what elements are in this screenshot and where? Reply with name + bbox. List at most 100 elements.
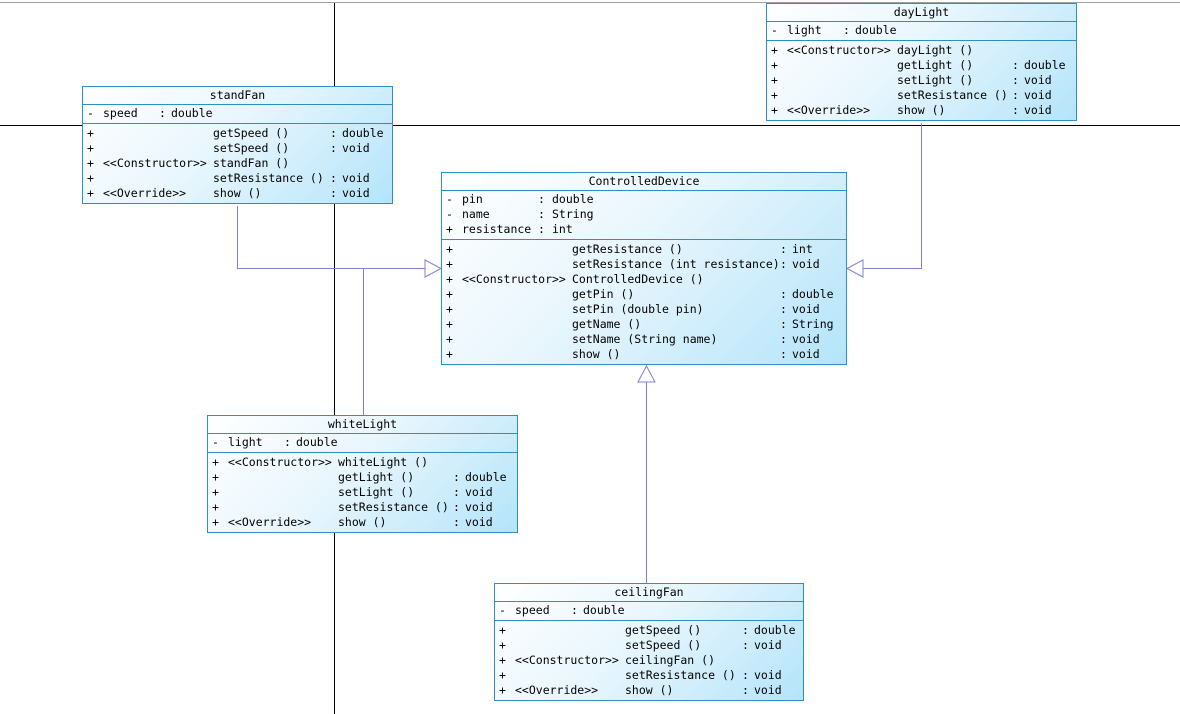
class-whitelight[interactable]: whiteLight -light:double +<<Constructor>… bbox=[207, 415, 518, 533]
return-type: void bbox=[1024, 88, 1052, 102]
operation-row[interactable]: +<<Constructor>>whiteLight () bbox=[212, 455, 517, 470]
operation-row[interactable]: +<<Override>>show ():void bbox=[499, 683, 803, 698]
operation-row[interactable]: +setSpeed ():void bbox=[87, 141, 392, 156]
class-daylight[interactable]: dayLight -light:double +<<Constructor>>d… bbox=[766, 3, 1077, 121]
attribute-row[interactable]: -light:double bbox=[212, 435, 517, 450]
type-separator: : bbox=[742, 668, 749, 682]
class-ceilingfan[interactable]: ceilingFan -speed:double +getSpeed ():do… bbox=[494, 583, 804, 701]
attribute-row[interactable]: -pin:double bbox=[446, 192, 846, 207]
operation-name: ControlledDevice () bbox=[572, 272, 704, 286]
operation-name: standFan () bbox=[213, 156, 290, 170]
attribute-type: double bbox=[296, 435, 338, 449]
operation-row[interactable]: +<<Override>>show ():void bbox=[771, 103, 1076, 118]
operation-row[interactable]: +setResistance (int resistance):void bbox=[446, 257, 846, 272]
operation-row[interactable]: +getSpeed ():double bbox=[87, 126, 392, 141]
operation-name: show () bbox=[572, 347, 621, 361]
operation-compartment: +<<Constructor>>whiteLight ()+getLight (… bbox=[208, 453, 517, 532]
visibility-marker: - bbox=[771, 23, 778, 37]
generalization-daylight bbox=[863, 123, 922, 269]
type-separator: : bbox=[780, 287, 787, 301]
operation-row[interactable]: +<<Constructor>>standFan () bbox=[87, 156, 392, 171]
operation-compartment: +<<Constructor>>dayLight ()+getLight ():… bbox=[767, 41, 1076, 120]
operation-row[interactable]: +setName (String name):void bbox=[446, 332, 846, 347]
type-separator: : bbox=[453, 485, 460, 499]
visibility-marker: - bbox=[446, 207, 453, 221]
attribute-name: pin bbox=[462, 192, 483, 206]
operation-row[interactable]: +setLight ():void bbox=[771, 73, 1076, 88]
attribute-row[interactable]: -speed:double bbox=[499, 603, 803, 618]
type-separator: : bbox=[780, 302, 787, 316]
visibility-marker: + bbox=[446, 257, 453, 271]
operation-name: setSpeed () bbox=[213, 141, 290, 155]
return-type: double bbox=[792, 287, 834, 301]
visibility-marker: - bbox=[212, 435, 219, 449]
operation-row[interactable]: +<<Constructor>>ceilingFan () bbox=[499, 653, 803, 668]
operation-name: dayLight () bbox=[897, 43, 974, 57]
attribute-compartment: -light:double bbox=[208, 434, 517, 453]
operation-row[interactable]: +setResistance ():void bbox=[87, 171, 392, 186]
visibility-marker: + bbox=[212, 455, 219, 469]
operation-row[interactable]: +getResistance ():int bbox=[446, 242, 846, 257]
return-type: double bbox=[1024, 58, 1066, 72]
operation-compartment: +getSpeed ():double+setSpeed ():void+<<C… bbox=[495, 621, 803, 700]
return-type: void bbox=[792, 302, 820, 316]
operation-row[interactable]: +getLight ():double bbox=[212, 470, 517, 485]
attribute-name: light bbox=[228, 435, 263, 449]
attribute-compartment: -speed:double bbox=[495, 602, 803, 621]
operation-row[interactable]: +setPin (double pin):void bbox=[446, 302, 846, 317]
type-separator: : bbox=[330, 141, 337, 155]
attribute-type: double bbox=[583, 603, 625, 617]
class-controlleddevice[interactable]: ControlledDevice -pin:double-name:String… bbox=[441, 172, 847, 365]
visibility-marker: + bbox=[446, 302, 453, 316]
type-separator: : bbox=[538, 222, 545, 236]
type-separator: : bbox=[1012, 103, 1019, 117]
visibility-marker: + bbox=[212, 470, 219, 484]
stereotype-label: <<Override>> bbox=[228, 515, 312, 529]
attribute-name: light bbox=[787, 23, 822, 37]
attribute-row[interactable]: -light:double bbox=[771, 23, 1076, 38]
operation-row[interactable]: +getSpeed ():double bbox=[499, 623, 803, 638]
attribute-type: double bbox=[552, 192, 594, 206]
operation-row[interactable]: +<<Constructor>>dayLight () bbox=[771, 43, 1076, 58]
attribute-row[interactable]: -name:String bbox=[446, 207, 846, 222]
operation-name: show () bbox=[897, 103, 946, 117]
type-separator: : bbox=[1012, 58, 1019, 72]
attribute-row[interactable]: -speed:double bbox=[87, 106, 392, 121]
visibility-marker: + bbox=[212, 500, 219, 514]
visibility-marker: + bbox=[446, 272, 453, 286]
operation-name: getPin () bbox=[572, 287, 635, 301]
stereotype-label: <<Override>> bbox=[787, 103, 871, 117]
visibility-marker: + bbox=[771, 58, 778, 72]
return-type: String bbox=[792, 317, 834, 331]
operation-row[interactable]: +<<Constructor>>ControlledDevice () bbox=[446, 272, 846, 287]
visibility-marker: + bbox=[446, 347, 453, 361]
operation-row[interactable]: +setResistance ():void bbox=[771, 88, 1076, 103]
operation-row[interactable]: +setSpeed ():void bbox=[499, 638, 803, 653]
type-separator: : bbox=[1012, 88, 1019, 102]
type-separator: : bbox=[742, 623, 749, 637]
operation-row[interactable]: +getName ():String bbox=[446, 317, 846, 332]
class-name: whiteLight bbox=[208, 416, 517, 434]
operation-name: getName () bbox=[572, 317, 642, 331]
visibility-marker: + bbox=[446, 222, 453, 236]
stereotype-label: <<Constructor>> bbox=[787, 43, 891, 57]
operation-row[interactable]: +<<Override>>show ():void bbox=[212, 515, 517, 530]
class-standfan[interactable]: standFan -speed:double +getSpeed ():doub… bbox=[82, 86, 393, 204]
stereotype-label: <<Override>> bbox=[103, 186, 187, 200]
operation-row[interactable]: +getLight ():double bbox=[771, 58, 1076, 73]
operation-row[interactable]: +setResistance ():void bbox=[499, 668, 803, 683]
operation-row[interactable]: +show ():void bbox=[446, 347, 846, 362]
operation-row[interactable]: +<<Override>>show ():void bbox=[87, 186, 392, 201]
return-type: void bbox=[342, 186, 370, 200]
type-separator: : bbox=[742, 638, 749, 652]
type-separator: : bbox=[1012, 73, 1019, 87]
operation-row[interactable]: +setResistance ():void bbox=[212, 500, 517, 515]
class-name: dayLight bbox=[767, 4, 1076, 22]
visibility-marker: + bbox=[446, 332, 453, 346]
attribute-row[interactable]: +resistance:int bbox=[446, 222, 846, 237]
return-type: void bbox=[465, 500, 493, 514]
operation-row[interactable]: +getPin ():double bbox=[446, 287, 846, 302]
operation-row[interactable]: +setLight ():void bbox=[212, 485, 517, 500]
return-type: void bbox=[342, 141, 370, 155]
attribute-name: speed bbox=[515, 603, 550, 617]
